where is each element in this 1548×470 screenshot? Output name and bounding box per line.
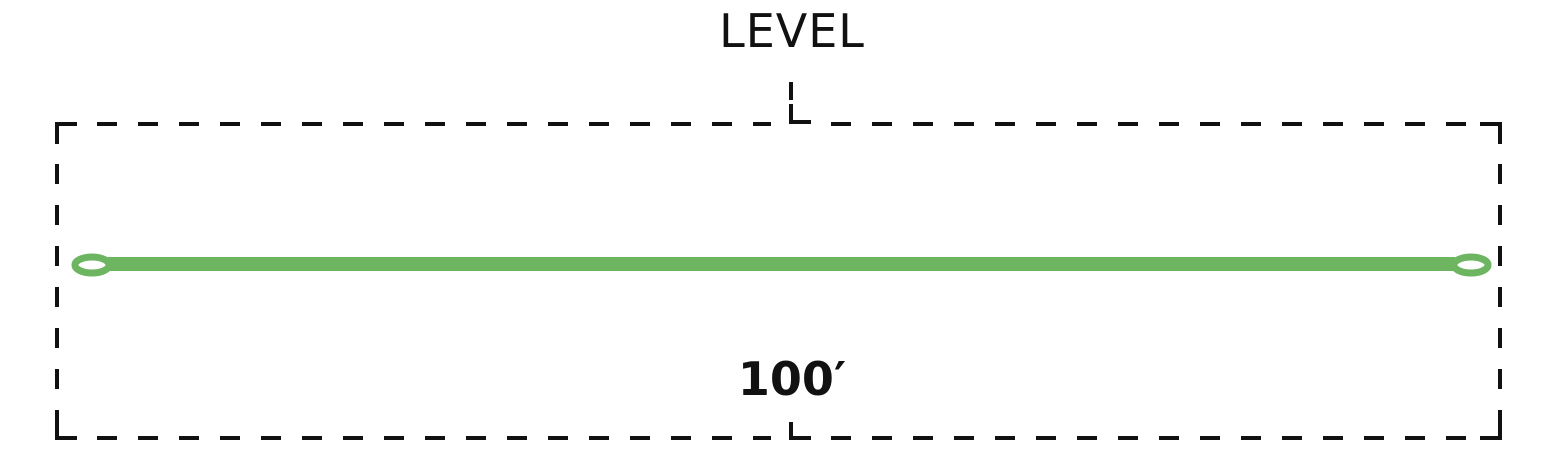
length-label: 100′ (737, 352, 847, 406)
level-label: LEVEL (719, 4, 865, 58)
left-end-ring-icon (71, 253, 113, 277)
level-line (71, 253, 1492, 277)
dashed-bounding-box (55, 82, 1502, 440)
right-end-ring-icon (1450, 253, 1492, 277)
